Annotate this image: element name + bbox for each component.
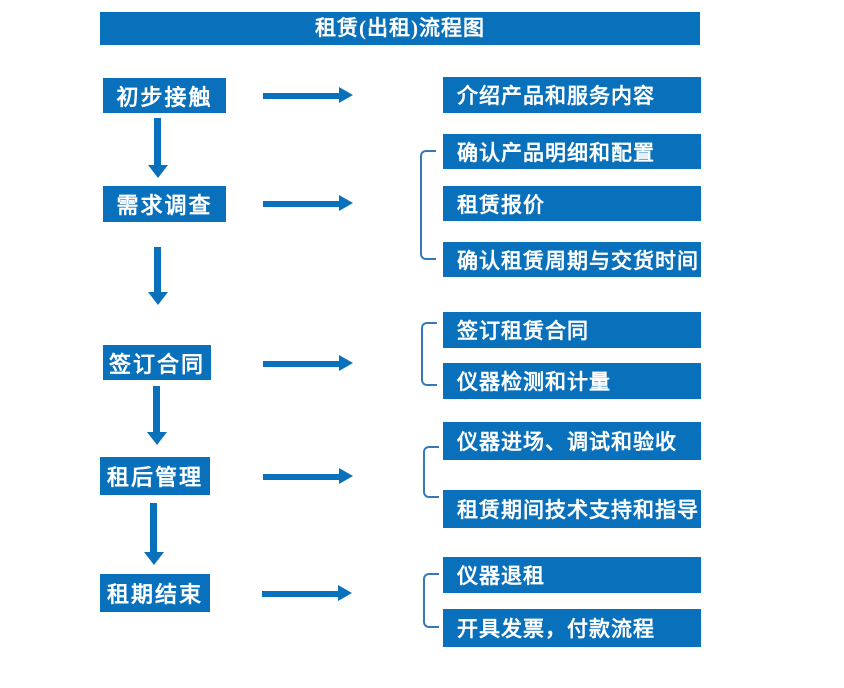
right-arrow-head-icon — [339, 87, 353, 103]
right-arrow-1 — [263, 87, 353, 104]
right-arrow-4 — [263, 468, 353, 485]
right-arrow-shaft — [263, 201, 340, 207]
group-bracket-rental-end — [423, 573, 439, 628]
detail-box-confirm-product-config: 确认产品明细和配置 — [443, 134, 701, 169]
down-arrow-1 — [148, 118, 168, 178]
detail-box-confirm-period-delivery: 确认租赁周期与交货时间 — [443, 242, 701, 277]
step-box-sign-contract: 签订合同 — [103, 345, 211, 380]
right-arrow-head-icon — [338, 585, 352, 601]
flowchart-title: 租赁(出租)流程图 — [100, 12, 700, 45]
down-arrow-head-icon — [148, 165, 168, 178]
detail-box-introduce-products: 介绍产品和服务内容 — [443, 77, 701, 113]
down-arrow-head-icon — [147, 432, 167, 445]
step-box-rental-end: 租期结束 — [100, 574, 210, 612]
down-arrow-shaft — [154, 247, 161, 292]
detail-box-instrument-test-calibration: 仪器检测和计量 — [443, 363, 701, 399]
down-arrow-4 — [144, 503, 164, 565]
step-box-demand-survey: 需求调查 — [103, 186, 226, 222]
right-arrow-shaft — [263, 93, 340, 99]
detail-box-instrument-install-acceptance: 仪器进场、调试和验收 — [443, 422, 701, 460]
detail-box-invoice-payment: 开具发票，付款流程 — [443, 609, 701, 647]
down-arrow-head-icon — [148, 292, 168, 305]
down-arrow-2 — [148, 247, 168, 305]
group-bracket-demand-survey — [420, 150, 436, 260]
right-arrow-2 — [263, 195, 353, 212]
group-bracket-post-rental — [423, 446, 439, 498]
step-box-initial-contact: 初步接触 — [103, 78, 226, 113]
step-box-post-rental-management: 租后管理 — [100, 457, 210, 495]
right-arrow-5 — [262, 585, 352, 602]
down-arrow-head-icon — [144, 552, 164, 565]
detail-box-tech-support-guidance: 租赁期间技术支持和指导 — [443, 490, 701, 528]
right-arrow-shaft — [263, 361, 340, 367]
right-arrow-head-icon — [339, 195, 353, 211]
detail-box-sign-rental-contract: 签订租赁合同 — [443, 312, 701, 348]
right-arrow-shaft — [263, 474, 340, 480]
right-arrow-shaft — [262, 591, 339, 597]
detail-box-rental-quote: 租赁报价 — [443, 186, 701, 221]
right-arrow-head-icon — [339, 468, 353, 484]
down-arrow-shaft — [153, 386, 160, 432]
right-arrow-head-icon — [339, 355, 353, 371]
group-bracket-sign-contract — [421, 322, 437, 386]
down-arrow-3 — [147, 386, 167, 445]
right-arrow-3 — [263, 355, 353, 372]
down-arrow-shaft — [154, 118, 161, 165]
detail-box-instrument-return: 仪器退租 — [443, 557, 701, 593]
down-arrow-shaft — [150, 503, 157, 552]
